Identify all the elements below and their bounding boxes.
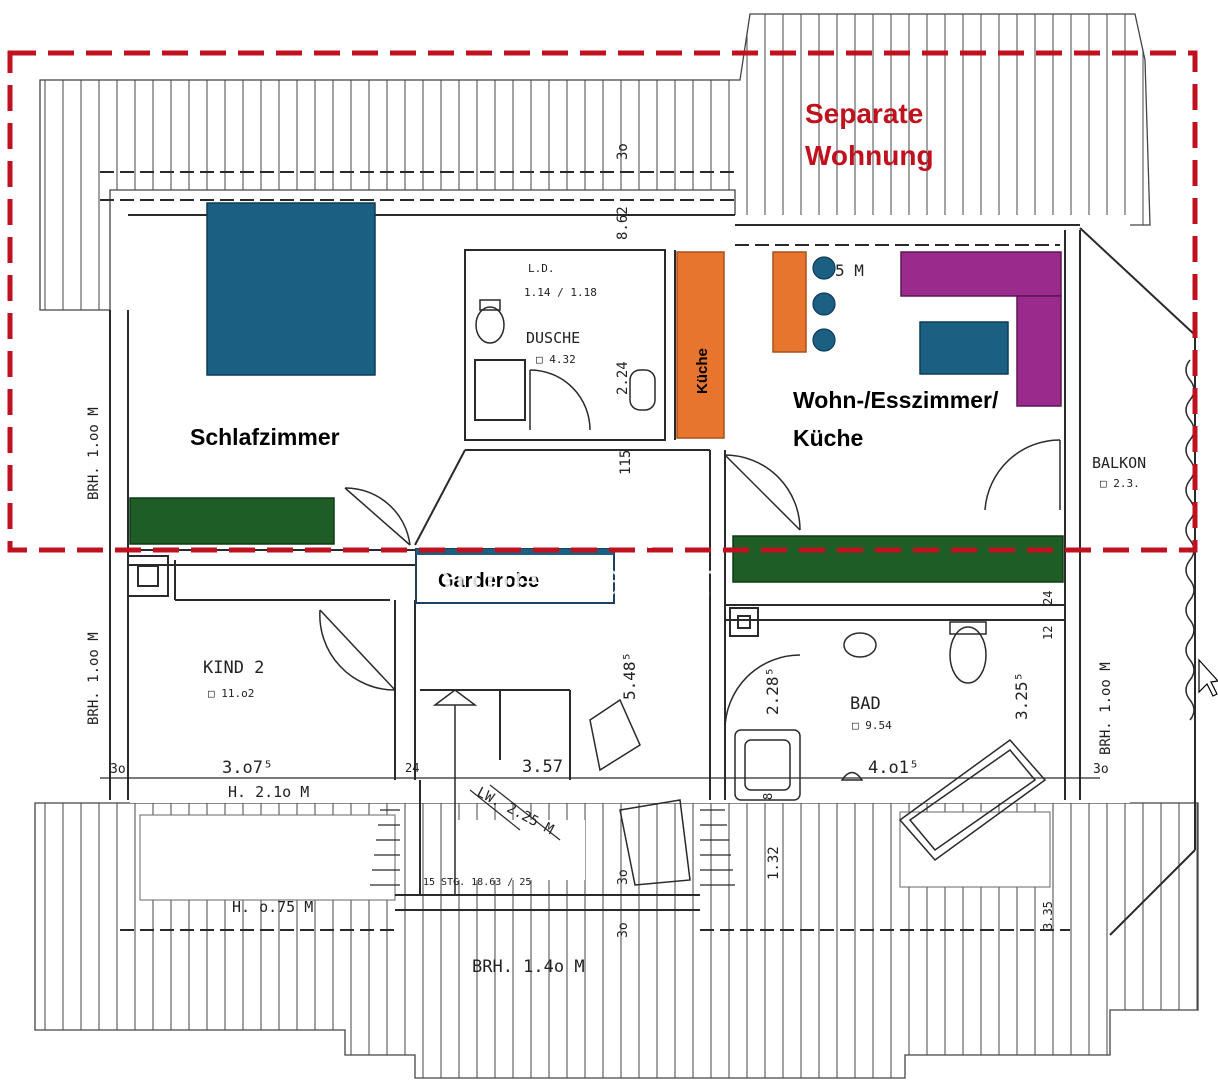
- room-area-kind2: □ 11.o2: [208, 687, 254, 700]
- dim-24-a: 24: [1041, 591, 1055, 605]
- sofa-side: [1016, 295, 1062, 407]
- wardrobe-schlafzimmer: [129, 497, 335, 545]
- dim-8: 8: [761, 793, 775, 800]
- dim-3255: 3.25⁵: [1012, 672, 1031, 720]
- brh-bottom: BRH. 1.4o M: [472, 957, 585, 977]
- watermark-text: ohne makler: [425, 552, 717, 606]
- room-label-ld: L.D.: [528, 262, 555, 275]
- kitchen-island: [772, 251, 807, 353]
- stool: [812, 292, 836, 316]
- label-separate-line1: Separate: [805, 98, 923, 129]
- stair-treads: [370, 784, 735, 886]
- room-label-kind2: KIND 2: [203, 658, 264, 678]
- dim-862: 8.62: [615, 206, 631, 240]
- stool: [812, 328, 836, 352]
- label-wohn-line1: Wohn-/Esszimmer/: [793, 387, 999, 413]
- stool: [812, 256, 836, 280]
- kitchen-counter: [676, 251, 725, 439]
- height-075: H. o.75 M: [232, 898, 313, 916]
- separate-unit-border: [7, 50, 1198, 553]
- bathroom-fixtures: [432, 299, 1047, 895]
- brh-left-bottom: BRH. 1.oo M: [86, 632, 102, 725]
- dim-224: 2.24: [615, 361, 631, 395]
- dim-357: 3.57: [522, 757, 563, 777]
- watermark-logo: [468, 481, 674, 548]
- room-label-dusche: DUSCHE: [526, 329, 580, 347]
- dim-115: 115: [618, 450, 634, 475]
- dim-335: 3.35: [1041, 901, 1055, 930]
- room-area-bad: □ 9.54: [852, 719, 892, 732]
- room-dims-ld: 1.14 / 1.18: [524, 286, 597, 299]
- room-area-balkon: □ 2.3.: [1100, 477, 1140, 490]
- label-kueche-vertical: Küche: [694, 348, 711, 394]
- plan-labels: KIND 2 □ 11.o2 BAD □ 9.54 BALKON □ 2.3. …: [86, 143, 1146, 977]
- brh-left-top: BRH. 1.oo M: [86, 407, 102, 500]
- wardrobe-wohnzimmer: [732, 535, 1064, 583]
- height-210: H. 2.1o M: [228, 783, 309, 801]
- label-separate-line2: Wohnung: [805, 140, 934, 171]
- label-schlafzimmer: Schlafzimmer: [190, 424, 340, 450]
- coffee-table: [919, 321, 1009, 375]
- cursor-icon: [1198, 658, 1218, 697]
- stair-steps: 15 STG. 18.63 / 25: [423, 877, 531, 888]
- room-area-dusche: □ 4.32: [536, 353, 576, 366]
- door-swings: [319, 369, 1061, 731]
- balcony-railing: [1185, 359, 1195, 721]
- room-label-bad: BAD: [850, 694, 881, 714]
- dim-24-b: 24: [405, 761, 419, 775]
- room-label-balkon: BALKON: [1092, 454, 1146, 472]
- dim-3075: 3.o7⁵: [222, 758, 273, 778]
- dim-30-top: 3o: [615, 143, 631, 160]
- dim-5485: 5.48⁵: [620, 652, 639, 700]
- brh-right: BRH. 1.oo M: [1098, 662, 1114, 755]
- garderobe-box: [415, 548, 615, 604]
- dim-30-right: 3o: [1093, 762, 1109, 777]
- dim-30-left: 3o: [110, 762, 126, 777]
- label-wohn-line2: Küche: [793, 425, 863, 451]
- dim-4015: 4.o1⁵: [868, 758, 919, 778]
- dim-132: 1.32: [766, 846, 782, 880]
- sofa-back: [900, 251, 1062, 297]
- dim-30-mid: 3o: [616, 922, 631, 938]
- dim-5m: 5 M: [835, 261, 864, 280]
- label-garderobe: Garderobe: [438, 570, 539, 592]
- dim-2285: 2.28⁵: [763, 667, 782, 715]
- bed: [206, 202, 376, 376]
- dim-12: 12: [1041, 626, 1055, 640]
- dim-30-stair: 3o: [616, 869, 631, 885]
